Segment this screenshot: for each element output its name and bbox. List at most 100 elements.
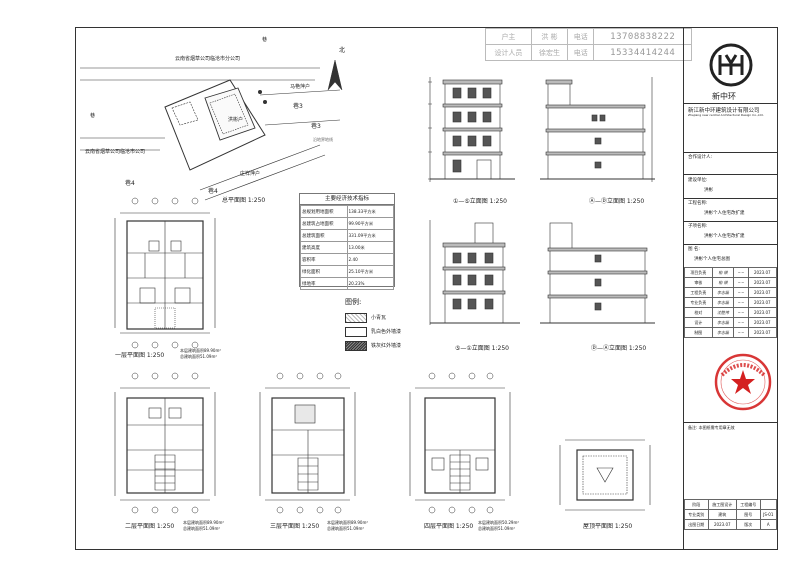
building-name: 洪彬户 bbox=[228, 117, 244, 123]
indicator-title: 主要经济技术指标 bbox=[300, 194, 394, 205]
legend-item: 铁灰红外墙漆 bbox=[345, 339, 435, 353]
signature-icon: ∼∽ bbox=[733, 307, 749, 318]
indicator-key: 绿化面积 bbox=[300, 265, 348, 278]
staff-role: 制图 bbox=[684, 327, 713, 338]
company-top: 云南省烟草公司临沧市分公司 bbox=[175, 56, 241, 62]
plan-area1: 本层建筑面积89.90m² bbox=[180, 348, 221, 353]
sheet-value: JS-01 bbox=[759, 509, 778, 520]
site-plan-drawing bbox=[80, 59, 343, 201]
table-row: 工程负责李志磊∼∽2023.07 bbox=[684, 287, 778, 298]
indicator-value: 13.00米 bbox=[346, 241, 394, 254]
neighbor2: 庄祥萍户 bbox=[240, 171, 261, 177]
legend-label: 铁灰红外墙漆 bbox=[371, 343, 402, 349]
floor-plan-3 bbox=[259, 372, 356, 514]
plan-area1: 本层建筑面积89.90m² bbox=[183, 520, 224, 525]
table-row: 设计李志磊∼∽2023.07 bbox=[684, 317, 778, 328]
plan-area2: 总建筑面积51.09m² bbox=[478, 526, 515, 531]
company-seal-icon bbox=[714, 353, 772, 411]
table-row: 制图李志磊∼∽2023.07 bbox=[684, 327, 778, 338]
lane4b: 巷4 bbox=[208, 188, 218, 195]
staff-date: 2023.07 bbox=[747, 287, 778, 298]
north-label: 北 bbox=[339, 47, 346, 54]
indicator-value: 99.90平方米 bbox=[346, 217, 394, 230]
date-value: 2023.07 bbox=[707, 519, 738, 530]
plan-area2: 总建筑面积51.09m² bbox=[327, 526, 364, 531]
role2: 设计人员 bbox=[485, 44, 532, 61]
tel-label1: 电话 bbox=[567, 28, 595, 45]
staff-name: 柏 银 bbox=[711, 277, 735, 288]
company-name: 新江新中环建筑设计有限公司 bbox=[688, 108, 760, 114]
indicator-key: 容积率 bbox=[300, 253, 348, 266]
elevation-caption: Ⓓ—Ⓐ立面图 1:250 bbox=[591, 345, 647, 352]
indicator-key: 绿地率 bbox=[300, 277, 348, 290]
staff-role: 设计 bbox=[684, 317, 713, 328]
floor-plan-4 bbox=[409, 372, 511, 514]
tel2: 15334414244 bbox=[593, 44, 692, 61]
table-row: 专业负责李志磊∼∽2023.07 bbox=[684, 297, 778, 308]
staff-date: 2023.07 bbox=[747, 327, 778, 338]
note-value: 本图纸需专用章无效 bbox=[698, 425, 735, 430]
north-arrow-icon bbox=[327, 59, 343, 91]
job-value bbox=[759, 499, 778, 510]
indicator-value: 331.09平方米 bbox=[346, 229, 394, 242]
elevation-caption: ①—⑤立面图 1:250 bbox=[453, 198, 507, 205]
indicator-value: 138.33平方米 bbox=[346, 205, 394, 218]
neighbor1: 马艳萍户 bbox=[290, 84, 311, 90]
major-label: 专业类别 bbox=[684, 509, 709, 520]
plan-area1: 本层建筑面积89.90m² bbox=[327, 520, 368, 525]
staff-name: 李志磊 bbox=[711, 327, 735, 338]
date-label: 出图日期 bbox=[684, 519, 709, 530]
stage-label: 阶段 bbox=[684, 499, 709, 510]
signature-icon: ∼∽ bbox=[733, 287, 749, 298]
subproject-label: 子项名称: bbox=[688, 224, 708, 229]
elevation-front bbox=[428, 77, 515, 182]
cert-label: 合作设计人: bbox=[688, 155, 713, 160]
legend-title: 图例: bbox=[345, 298, 362, 306]
job-label: 工程编号 bbox=[736, 499, 761, 510]
version-label: 版次 bbox=[736, 519, 761, 530]
company-left: 云南省烟草公司临沧市公司 bbox=[85, 149, 146, 155]
staff-date: 2023.07 bbox=[747, 297, 778, 308]
road-note: 沿地界地线 bbox=[313, 137, 333, 142]
note-label: 备注: bbox=[688, 425, 698, 430]
staff-date: 2023.07 bbox=[747, 317, 778, 328]
legend-label: 小青瓦 bbox=[371, 315, 387, 321]
contact-table: 户主 洪 彬 电话 13708838222 设计人员 徐宏生 电话 153344… bbox=[485, 28, 692, 61]
company-logo-icon bbox=[709, 43, 753, 87]
plan-area1: 本层建筑面积50.29m² bbox=[478, 520, 519, 525]
staff-role: 校对 bbox=[684, 307, 713, 318]
legend-item: 小青瓦 bbox=[345, 311, 435, 325]
indicator-key: 建筑高度 bbox=[300, 241, 348, 254]
project-label: 工程名称: bbox=[688, 201, 708, 206]
lane3b: 巷3 bbox=[311, 123, 321, 130]
table-row: 项目负责柏 银∼∽2023.07 bbox=[684, 267, 778, 278]
indicator-value: 25.10平方米 bbox=[346, 265, 394, 278]
role1: 户主 bbox=[485, 28, 532, 45]
legend: 图例: 小青瓦 乳白色外墙漆 铁灰红外墙漆 bbox=[345, 297, 435, 353]
stage-value: 施工图设计 bbox=[707, 499, 738, 510]
tile-swatch bbox=[345, 313, 367, 323]
table-row: 审核柏 银∼∽2023.07 bbox=[684, 277, 778, 288]
plan-caption: 屋顶平面图 1:250 bbox=[583, 523, 633, 530]
plan-caption: 二层平面图 1:250 bbox=[125, 523, 175, 530]
signature-icon: ∼∽ bbox=[733, 297, 749, 308]
elevation-back bbox=[429, 220, 520, 325]
staff-table: 项目负责柏 银∼∽2023.07 审核柏 银∼∽2023.07 工程负责李志磊∼… bbox=[684, 267, 778, 338]
staff-name: 李志磊 bbox=[711, 297, 735, 308]
owner-value: 洪彬 bbox=[704, 188, 713, 193]
owner-label: 建设单位: bbox=[688, 178, 708, 183]
staff-name: 柏 银 bbox=[711, 267, 735, 278]
legend-label: 乳白色外墙漆 bbox=[371, 329, 402, 335]
elevation-side-right bbox=[540, 77, 655, 182]
staff-name: 李志磊 bbox=[711, 317, 735, 328]
lane3a: 巷3 bbox=[293, 103, 303, 110]
plan-caption: 一层平面图 1:250 bbox=[115, 352, 165, 359]
